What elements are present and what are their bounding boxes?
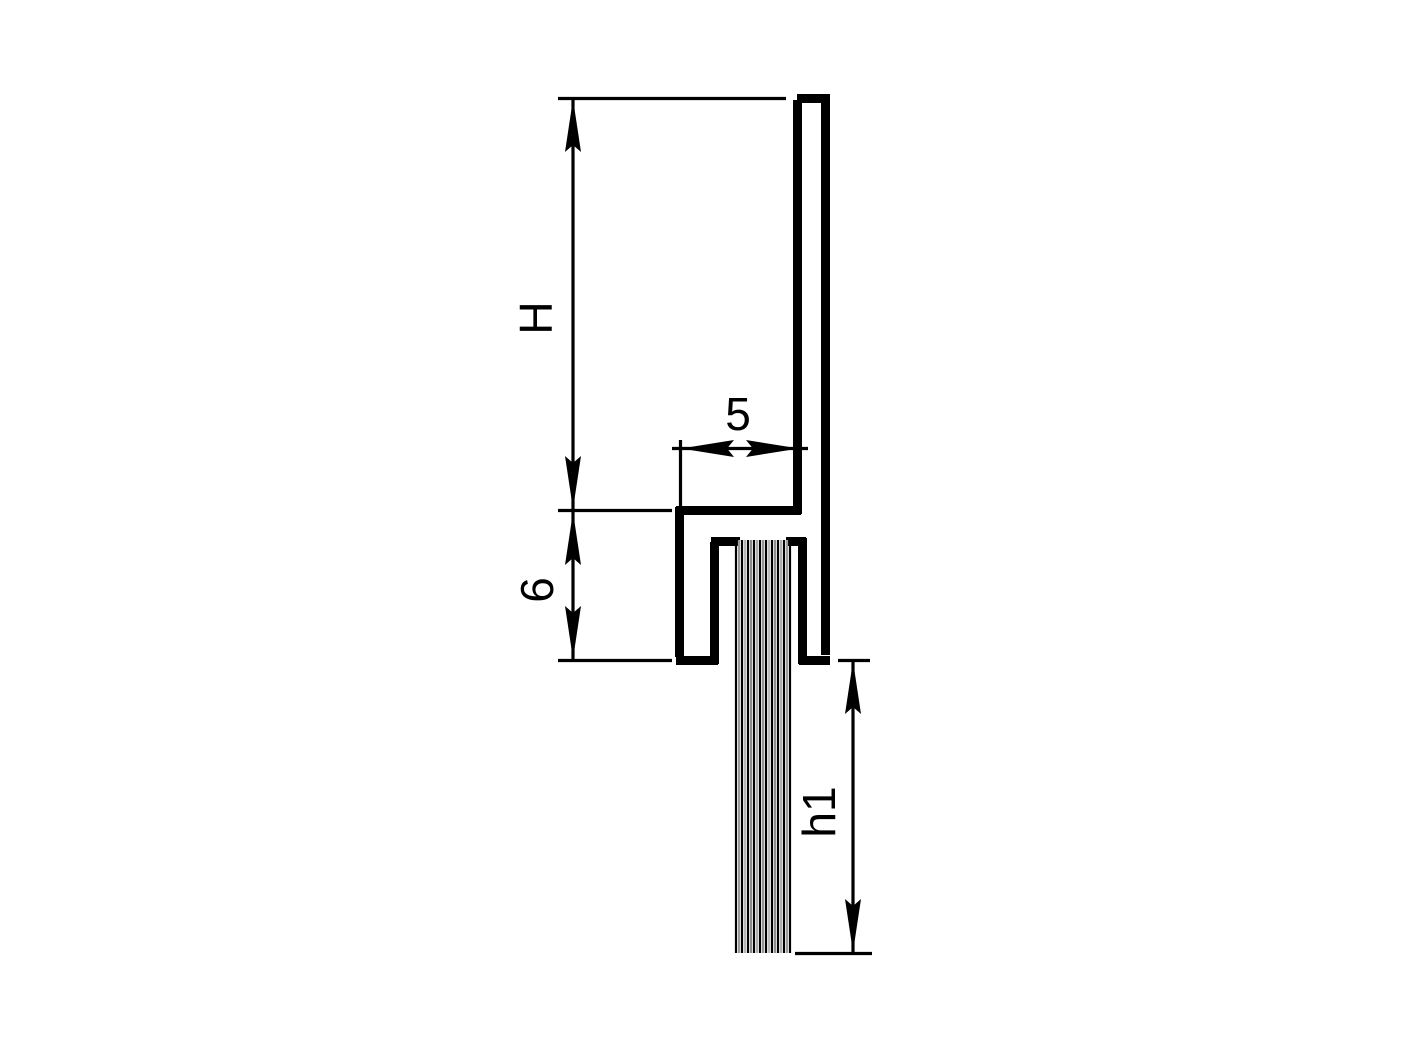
dimension-label-5: 5 xyxy=(725,388,751,440)
brush-bristles-group xyxy=(734,540,792,953)
h1-arrowhead-bottom xyxy=(845,899,861,952)
dimension-h1-group: h1 xyxy=(793,658,872,956)
dim5-arrowhead-left xyxy=(681,440,734,457)
dim6-arrowhead-top xyxy=(565,512,581,565)
H-arrowhead-bottom xyxy=(565,456,581,509)
dimension-label-6: 6 xyxy=(511,577,563,603)
dimension-label-h1: h1 xyxy=(793,786,845,837)
h1-arrowhead-top xyxy=(845,661,861,714)
dimension-5-group: 5 xyxy=(672,388,808,512)
dimension-H-group: H xyxy=(510,96,786,513)
profile-outline-group xyxy=(675,94,830,665)
dim6-arrowhead-bottom xyxy=(565,606,581,659)
dimension-label-H: H xyxy=(510,301,562,334)
dimension-6-group: 6 xyxy=(511,510,672,663)
H-arrowhead-top xyxy=(565,99,581,152)
dim5-arrowhead-right xyxy=(746,440,799,457)
